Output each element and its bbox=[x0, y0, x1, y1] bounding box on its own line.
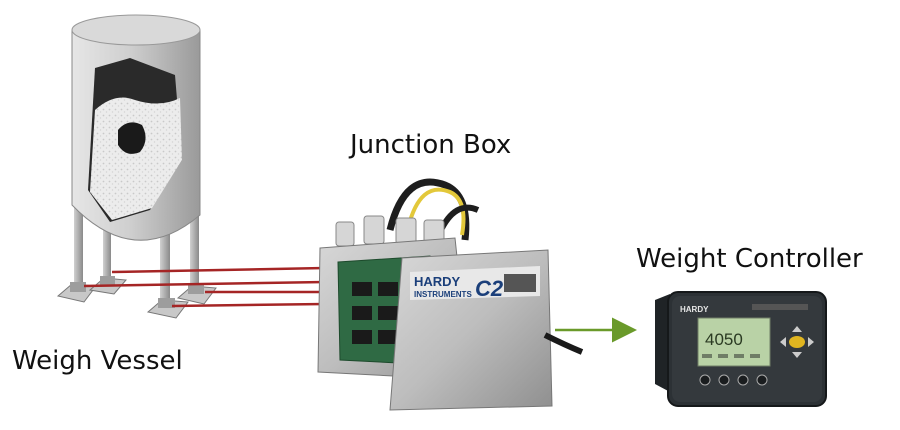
controller-brand: HARDY bbox=[680, 305, 709, 314]
junction-box-model: C2 bbox=[475, 276, 504, 301]
vessel-leg bbox=[160, 215, 170, 305]
weight-controller-label: Weight Controller bbox=[636, 244, 863, 274]
controller-model-label bbox=[752, 304, 808, 310]
controller-up-key bbox=[792, 326, 802, 332]
controller-soft-key bbox=[756, 374, 768, 386]
vessel-leg bbox=[74, 190, 83, 288]
controller-right-key bbox=[808, 337, 814, 347]
junction-box-label: Junction Box bbox=[350, 130, 512, 160]
controller-down-key bbox=[792, 352, 802, 358]
load-cell bbox=[176, 284, 217, 305]
junction-box-brand-sub: INSTRUMENTS bbox=[414, 290, 472, 299]
vessel-leg bbox=[190, 200, 199, 292]
cable bbox=[171, 302, 326, 308]
load-cell-cables bbox=[83, 266, 326, 308]
controller-enter-key bbox=[789, 336, 805, 348]
cable bbox=[83, 280, 326, 288]
junction-box-plate bbox=[504, 274, 536, 292]
weigh-vessel bbox=[56, 14, 217, 319]
load-cell bbox=[146, 298, 189, 319]
weight-controller: HARDY 4050 bbox=[655, 291, 827, 407]
controller-display-value: 4050 bbox=[705, 330, 743, 349]
controller-left-key bbox=[780, 337, 786, 347]
cable bbox=[111, 266, 326, 274]
vessel-leg bbox=[103, 205, 111, 283]
junction-box-brand: HARDY bbox=[414, 274, 461, 289]
junction-box: HARDY INSTRUMENTS C2 bbox=[317, 178, 584, 411]
controller-soft-key bbox=[718, 374, 730, 386]
controller-soft-key bbox=[699, 374, 711, 386]
controller-soft-key bbox=[737, 374, 749, 386]
weigh-vessel-label: Weigh Vessel bbox=[12, 346, 183, 376]
